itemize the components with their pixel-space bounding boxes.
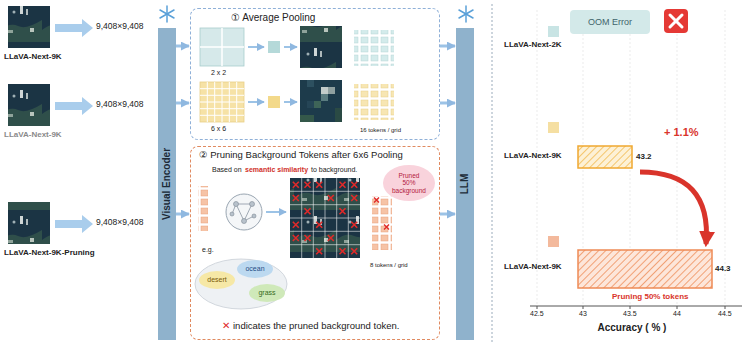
resolution-label: 9,408×9,408 bbox=[96, 100, 144, 110]
input-arrows bbox=[55, 19, 93, 233]
bar-label: LLaVA-Next-2K bbox=[504, 40, 562, 49]
x-axis bbox=[530, 306, 742, 309]
bar-label: LLaVA-Next-9K bbox=[504, 262, 562, 271]
example-label: e.g. bbox=[202, 246, 214, 254]
resolution-label: 9,408×9,408 bbox=[96, 22, 144, 32]
node-label: desert bbox=[207, 276, 226, 284]
band-label: Visual Encoder bbox=[161, 148, 173, 220]
llm-band: LLM bbox=[456, 28, 474, 340]
band-label: LLM bbox=[459, 174, 471, 195]
axis-tick: 42.5 bbox=[530, 310, 544, 318]
panel-title: ② Pruning Background Tokens after 6x6 Po… bbox=[199, 150, 431, 161]
model-name: LLaVA-Next-9K bbox=[4, 130, 62, 139]
note-highlight: semantic similarity bbox=[245, 166, 308, 174]
node-label: grass bbox=[258, 289, 275, 297]
gain-label: + 1.1% bbox=[664, 126, 699, 139]
gain-arrow bbox=[640, 172, 706, 244]
legend-squares bbox=[548, 26, 559, 247]
node-label: ocean bbox=[245, 265, 264, 273]
cluster-ellipse: ocean bbox=[237, 260, 273, 278]
flow-arrow bbox=[176, 102, 189, 105]
flow-arrow bbox=[440, 102, 455, 105]
note-text: to background. bbox=[311, 166, 357, 174]
resolution-label: 9,408×9,408 bbox=[96, 218, 144, 228]
bar-9k bbox=[578, 146, 632, 168]
axis-tick: 44 bbox=[673, 310, 681, 318]
encoder-band: Visual Encoder bbox=[158, 28, 176, 340]
pooling-panel: ① Average Pooling bbox=[190, 8, 440, 140]
axis-tick: 44.5 bbox=[718, 310, 732, 318]
rotated-text-holder: Visual Encoder bbox=[161, 148, 173, 220]
axis-tick: 43 bbox=[579, 310, 587, 318]
flow-arrow bbox=[440, 45, 455, 48]
bar-value: 44.3 bbox=[715, 264, 731, 273]
axis-tick: 43.5 bbox=[623, 310, 637, 318]
node-label: Pruned 50% background bbox=[391, 172, 427, 194]
flow-arrow bbox=[176, 213, 189, 216]
pool-2x2 bbox=[200, 26, 394, 68]
cross-symbol: ✕ bbox=[222, 320, 230, 332]
bar-value: 43.2 bbox=[636, 152, 652, 161]
grid-size: 6 x 6 bbox=[211, 125, 226, 133]
bar-label: LLaVA-Next-9K bbox=[504, 151, 562, 160]
bar-note: Pruning 50% tokens bbox=[612, 292, 688, 301]
pool-6x6 bbox=[200, 80, 394, 122]
cluster-ellipse: grass bbox=[249, 284, 285, 302]
flow-arrow bbox=[440, 213, 455, 216]
token-count: 8 tokens / grid bbox=[370, 262, 408, 269]
error-icon bbox=[664, 9, 688, 33]
pruning-illustration bbox=[195, 178, 392, 309]
input-images bbox=[8, 6, 50, 244]
grid-size: 2 x 2 bbox=[211, 69, 226, 77]
chart-grid bbox=[537, 10, 725, 306]
separator bbox=[492, 4, 493, 342]
panel-title: ① Average Pooling bbox=[231, 12, 431, 24]
footnote: indicates the pruned background token. bbox=[233, 321, 399, 332]
model-name: LLaVA-Next-9K-Pruning bbox=[4, 248, 95, 257]
note-text: Based on bbox=[212, 166, 242, 174]
bar-9k-pruning bbox=[578, 250, 712, 288]
pruning-panel: ② Pruning Background Tokens after 6x6 Po… bbox=[190, 146, 440, 340]
token-count: 16 tokens / grid bbox=[360, 127, 401, 134]
pruned-ellipse: Pruned 50% background bbox=[383, 165, 435, 201]
error-box: OOM Error bbox=[570, 10, 650, 34]
model-name: LLaVA-Next-9K bbox=[4, 52, 62, 61]
node-label: OOM Error bbox=[588, 17, 632, 27]
cluster-ellipse: desert bbox=[199, 271, 235, 289]
axis-title: Accuracy ( % ) bbox=[598, 322, 667, 334]
rotated-text-holder: LLM bbox=[459, 174, 471, 195]
flow-arrow bbox=[176, 45, 189, 48]
